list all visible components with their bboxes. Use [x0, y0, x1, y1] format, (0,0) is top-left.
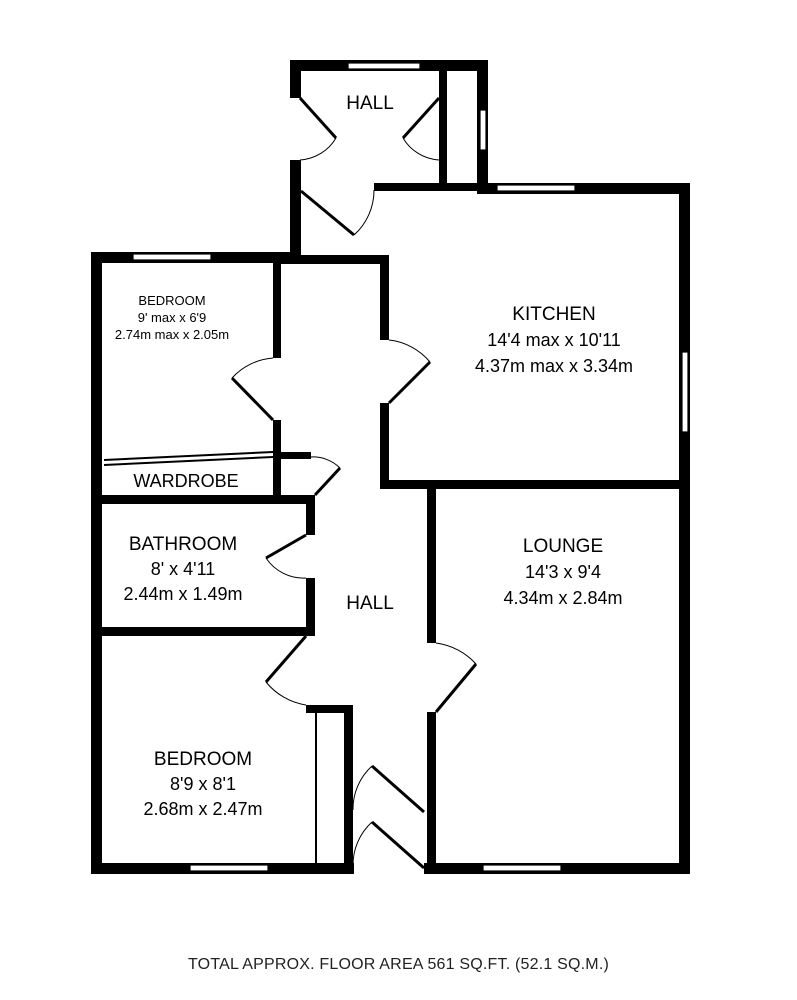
total-floor-area: TOTAL APPROX. FLOOR AREA 561 SQ.FT. (52.… — [188, 956, 609, 973]
bedroom-large-label: BEDROOM — [154, 749, 252, 770]
bedroom-small-label: BEDROOM — [138, 293, 205, 308]
bedroom-small-imperial: 9' max x 6'9 — [138, 310, 207, 325]
kitchen-metric: 4.37m max x 3.34m — [475, 356, 633, 376]
wardrobe-label: WARDROBE — [133, 471, 238, 491]
lounge-metric: 4.34m x 2.84m — [503, 588, 622, 608]
kitchen-imperial: 14'4 max x 10'11 — [487, 330, 621, 350]
lounge-label: LOUNGE — [523, 536, 603, 557]
bathroom-metric: 2.44m x 1.49m — [123, 584, 242, 604]
bathroom-label: BATHROOM — [129, 534, 237, 555]
room-labels: HALL KITCHEN 14'4 max x 10'11 4.37m max … — [115, 93, 633, 819]
bedroom-large-metric: 2.68m x 2.47m — [143, 799, 262, 819]
bathroom-imperial: 8' x 4'11 — [151, 559, 216, 579]
hall-top-label: HALL — [346, 93, 394, 114]
lounge-imperial: 14'3 x 9'4 — [525, 562, 601, 582]
bedroom-small-metric: 2.74m max x 2.05m — [115, 327, 229, 342]
doors — [103, 96, 478, 870]
hall-main-label: HALL — [346, 593, 394, 614]
bedroom-large-imperial: 8'9 x 8'1 — [170, 774, 236, 794]
kitchen-label: KITCHEN — [512, 304, 595, 325]
floor-plan: HALL KITCHEN 14'4 max x 10'11 4.37m max … — [91, 60, 690, 874]
windows — [132, 62, 689, 872]
